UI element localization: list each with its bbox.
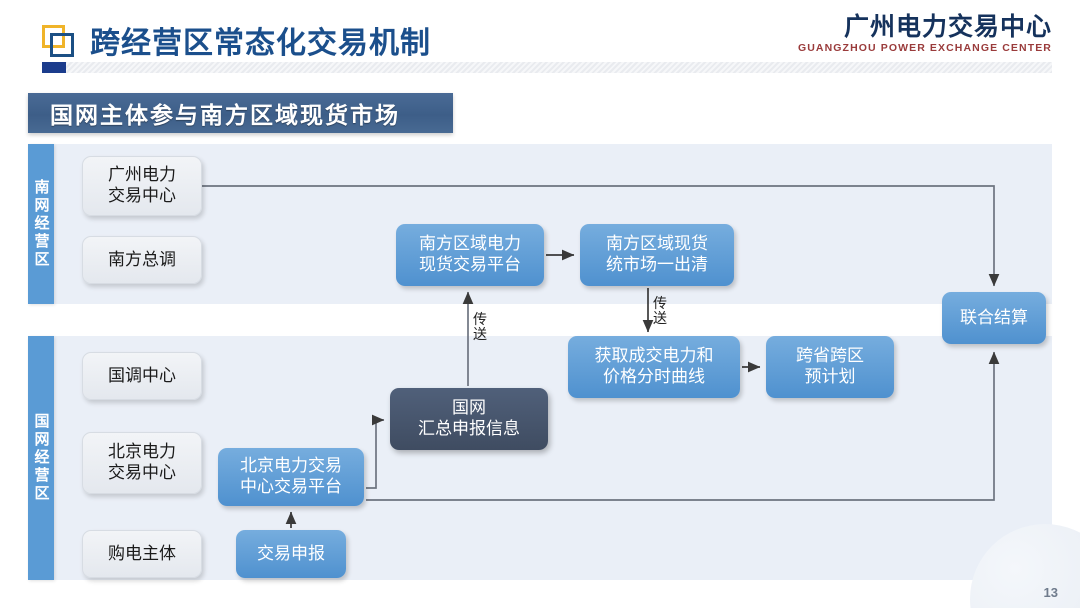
node-line: 南方区域电力 [419, 234, 521, 254]
wire-label-line: 送 [653, 309, 667, 326]
logo-english-name: GUANGZHOU POWER EXCHANGE CENTER [797, 42, 1052, 55]
node-joint-settlement[interactable]: 联合结算 [942, 292, 1046, 344]
title-decoration-icon [42, 25, 78, 61]
wire-label-line: 传 [473, 311, 487, 327]
logo-chinese-name: 广州电力交易中心 [843, 13, 1052, 41]
node-line: 预计划 [804, 367, 856, 386]
brand-logo: 广州电力交易中心 GUANGZHOU POWER EXCHANGE CENTER [797, 13, 1052, 55]
diagram-canvas: 南网经营区 国网经营区 [0, 140, 1080, 590]
node-beijing-trading-platform[interactable]: 北京电力交易 中心交易平台 [218, 448, 364, 506]
node-trade-declaration[interactable]: 交易申报 [236, 530, 346, 578]
wire-label-line: 送 [473, 325, 487, 342]
node-national-dispatch-center[interactable]: 国调中心 [82, 352, 202, 400]
header-divider-accent [42, 62, 66, 73]
node-line: 获取成交电力和 [594, 346, 714, 366]
node-line: 汇总申报信息 [418, 419, 520, 438]
wire-label-transmit-down: 传 送 [652, 296, 668, 325]
node-beijing-power-exchange[interactable]: 北京电力 交易中心 [82, 432, 202, 494]
page-title: 跨经营区常态化交易机制 [90, 27, 431, 60]
node-line: 北京电力 [108, 442, 176, 462]
node-line: 南方区域现货 [606, 234, 708, 254]
wire-label-line: 传 [653, 295, 667, 311]
node-line: 统市场一出清 [606, 255, 708, 274]
node-line: 价格分时曲线 [603, 367, 705, 386]
node-line: 广州电力 [108, 165, 176, 185]
node-guangzhou-power-exchange[interactable]: 广州电力 交易中心 [82, 156, 202, 216]
header-divider [42, 62, 1052, 73]
node-line: 现货交易平台 [419, 255, 521, 274]
band-label-south-grid: 南网经营区 [28, 144, 54, 304]
node-line: 国网 [452, 398, 486, 418]
gold-square-icon [42, 25, 65, 48]
node-line: 交易中心 [108, 463, 176, 482]
node-state-grid-summary[interactable]: 国网 汇总申报信息 [390, 388, 548, 450]
node-line: 北京电力交易 [240, 456, 342, 476]
page-number: 13 [1043, 585, 1058, 600]
node-south-dispatch[interactable]: 南方总调 [82, 236, 202, 284]
node-get-cleared-power-and-price-curve[interactable]: 获取成交电力和 价格分时曲线 [568, 336, 740, 398]
band-label-state-grid: 国网经营区 [28, 336, 54, 580]
node-south-spot-unified-clearing[interactable]: 南方区域现货 统市场一出清 [580, 224, 734, 286]
node-south-spot-trading-platform[interactable]: 南方区域电力 现货交易平台 [396, 224, 544, 286]
navy-square-icon [50, 33, 74, 57]
node-line: 中心交易平台 [240, 477, 342, 496]
section-banner-label: 国网主体参与南方区域现货市场 [50, 102, 400, 128]
node-cross-province-plan[interactable]: 跨省跨区 预计划 [766, 336, 894, 398]
node-power-buyer[interactable]: 购电主体 [82, 530, 202, 578]
node-line: 跨省跨区 [796, 346, 864, 366]
wire-label-transmit-up: 传 送 [472, 312, 488, 341]
node-line: 交易中心 [108, 186, 176, 205]
section-banner: 国网主体参与南方区域现货市场 [28, 93, 453, 133]
